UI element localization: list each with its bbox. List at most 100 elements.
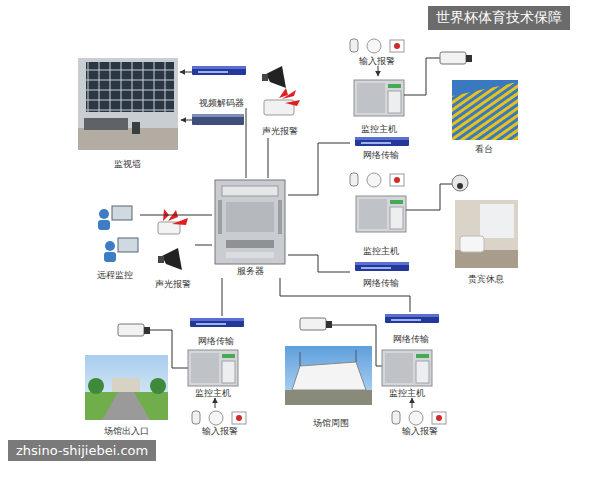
stand-photo — [452, 80, 518, 140]
device-node: 网络传输 — [350, 136, 412, 160]
connector-line — [140, 215, 212, 216]
device-node: 声光报警 — [258, 62, 302, 138]
node-label: 声光报警 — [155, 279, 191, 289]
horn-base — [158, 256, 164, 263]
console-desk — [84, 118, 128, 130]
input-sensors — [392, 411, 446, 425]
node-label: 看台 — [475, 144, 493, 154]
stadium-roof — [292, 362, 366, 390]
monitor-host — [354, 80, 404, 116]
horn-base — [262, 74, 268, 81]
connector-line — [412, 398, 413, 408]
device-node: 输入报警 — [195, 408, 245, 436]
sky — [85, 355, 168, 420]
decoder-arrow — [181, 120, 192, 121]
vip-lounge-photo — [455, 200, 518, 268]
device-node: 远程监控 — [90, 200, 140, 282]
tree — [150, 378, 166, 394]
device-node: 网络传输 — [185, 316, 247, 348]
monitor-host — [382, 350, 432, 386]
wall-room — [78, 58, 178, 150]
node-label: 场馆周围 — [313, 418, 349, 428]
monitor — [112, 206, 132, 220]
monitor-host — [188, 350, 238, 386]
device-node: 输入报警 — [395, 408, 445, 436]
watermark: 世界杯体育技术保障 — [428, 6, 570, 30]
device-node: 监控主机 — [352, 190, 410, 256]
device-node: 服务器 — [212, 178, 288, 278]
connector-line — [280, 278, 410, 312]
device-node: 场馆周围 — [282, 344, 380, 430]
node-label: 服务器 — [237, 266, 264, 276]
server-keyboard — [226, 240, 274, 248]
camera-wire — [404, 58, 440, 95]
input-sensors — [192, 411, 246, 425]
building — [112, 378, 140, 392]
server-panel — [222, 186, 278, 196]
operator-body — [98, 220, 110, 230]
node-label: 监视墙 — [114, 159, 141, 169]
device-node: 场馆出入口 — [82, 352, 170, 438]
floor — [78, 128, 178, 150]
decoder-top — [192, 114, 244, 117]
node-label: 监控主机 — [363, 246, 399, 256]
node-label: 网络传输 — [363, 150, 399, 160]
operator — [99, 209, 109, 219]
chair — [132, 122, 140, 134]
monitor — [118, 238, 138, 252]
node-label: 监控主机 — [195, 388, 231, 398]
dome-lens — [457, 183, 463, 189]
connector-line — [268, 138, 269, 178]
device-node: 看台 — [448, 78, 520, 158]
device-node: 贵宾休息 — [452, 198, 520, 288]
window — [480, 204, 514, 238]
dome-camera — [452, 175, 468, 191]
node-label: 输入报警 — [359, 56, 395, 66]
camera — [440, 52, 472, 64]
input-sensors — [350, 173, 404, 187]
photo-bg — [455, 200, 518, 268]
server-handle — [218, 200, 222, 234]
floor — [455, 250, 518, 268]
device-node: 网络传输 — [380, 312, 442, 346]
connector-line — [195, 245, 212, 246]
monitor-host — [356, 196, 406, 232]
operator-body — [104, 252, 116, 262]
node-label: 视频解码器 — [199, 98, 244, 108]
screen-grid — [86, 62, 174, 112]
device-node: 监视墙 — [75, 55, 180, 175]
server-bays — [226, 202, 274, 232]
device-node: 声光报警 — [150, 205, 195, 290]
node-label: 输入报警 — [402, 426, 438, 436]
ground — [285, 390, 372, 405]
alarm-rays — [163, 209, 188, 225]
surroundings-photo — [285, 346, 372, 405]
network-switch — [355, 137, 409, 146]
device-node: 监控主机 — [378, 348, 436, 398]
connector-line — [180, 72, 192, 73]
horn — [266, 66, 286, 88]
connector-line — [246, 108, 247, 178]
node-label: 场馆出入口 — [104, 426, 149, 436]
connector-line — [288, 255, 350, 272]
video-decoder — [192, 66, 246, 75]
monitor-wall-photo — [78, 58, 178, 150]
device-node: 视频解码器 — [192, 64, 250, 108]
sound-light-alarm — [262, 66, 300, 115]
server-handle — [278, 200, 282, 234]
mast — [300, 352, 301, 366]
operator — [105, 241, 115, 251]
server-drive — [226, 252, 274, 258]
node-label: 监控主机 — [389, 388, 425, 398]
tree — [88, 378, 104, 394]
device-node: 网络传输 — [350, 260, 412, 290]
connector-line — [222, 278, 223, 316]
device-node: 输入报警 — [342, 36, 412, 66]
network-switch — [190, 318, 244, 327]
mast — [356, 350, 357, 362]
road — [102, 392, 150, 420]
sky — [285, 346, 372, 405]
